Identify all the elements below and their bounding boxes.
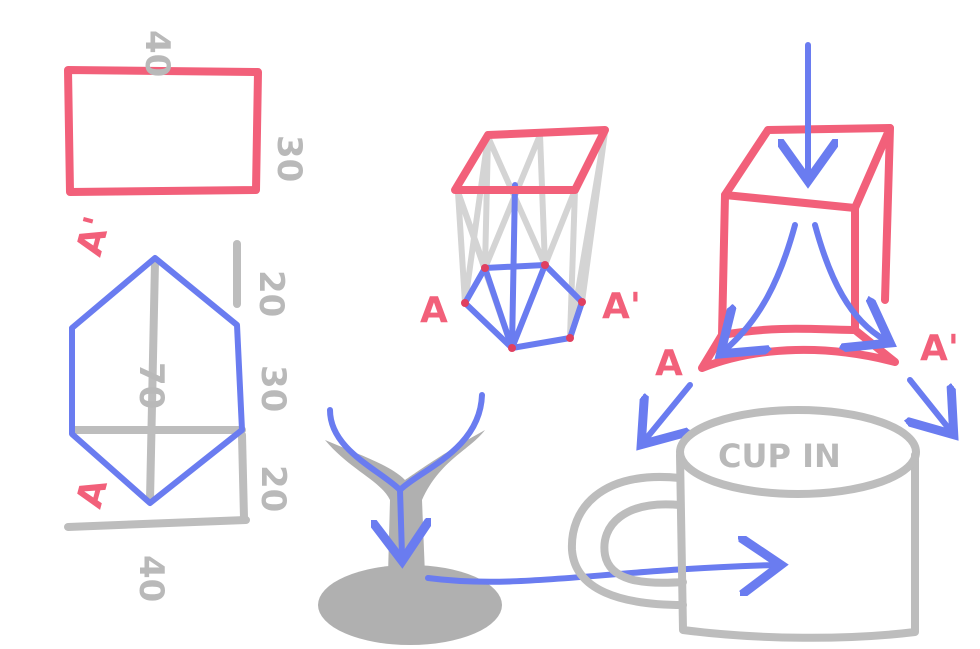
prism-vertices [461, 261, 586, 352]
prism-center-lines [482, 182, 548, 351]
cup-handle-inner [600, 500, 687, 587]
goblet-cup [325, 430, 485, 580]
dim-top-label: 20 [251, 270, 291, 317]
hexagon-bottom-label: A [69, 475, 116, 513]
prism-right-label: A' [602, 286, 641, 327]
cup-rim [676, 406, 920, 498]
box-left-label: A [655, 343, 683, 384]
dim-bottom-label: 20 [253, 465, 293, 512]
dim-middle-label: 30 [253, 365, 293, 412]
prism-figure: A A' [420, 126, 641, 352]
arrow-right-outer [910, 377, 950, 430]
dim-line-bottom [238, 431, 248, 522]
hexagon-outline [69, 255, 245, 506]
prism-base [462, 262, 585, 351]
box-sides [698, 124, 899, 372]
hexagon-top-label: A' [69, 212, 119, 260]
box-right-label: A' [920, 328, 959, 369]
cup-handle-outer [567, 473, 687, 609]
arrow-left-inner [725, 222, 798, 350]
rectangle-figure: 40 30 [64, 30, 309, 196]
cup-figure: CUP IN [567, 406, 920, 642]
dim-line-width [64, 516, 250, 531]
hexagon-width-label: 40 [131, 555, 171, 602]
hexagon-height-label: 70 [131, 362, 171, 409]
cup-label: CUP IN [718, 437, 841, 475]
arrow-to-cup [425, 565, 775, 582]
goblet-base [318, 565, 502, 645]
rectangle-width-label: 40 [137, 30, 177, 77]
rectangle-outline [64, 66, 262, 196]
hexagon-figure: A' A 20 30 20 70 40 [64, 212, 293, 602]
prism-left-label: A [420, 290, 448, 331]
cup-body [676, 451, 919, 642]
goblet-curve [327, 392, 485, 493]
hexagon-axis [146, 258, 159, 504]
arrow-right-inner [812, 222, 885, 340]
goblet-arrow-down [400, 487, 402, 555]
rectangle-height-label: 30 [269, 135, 309, 182]
arrow-left-outer [645, 382, 693, 440]
prism-top [451, 126, 609, 194]
box-figure: A A' [645, 42, 959, 440]
goblet-figure [318, 392, 775, 645]
